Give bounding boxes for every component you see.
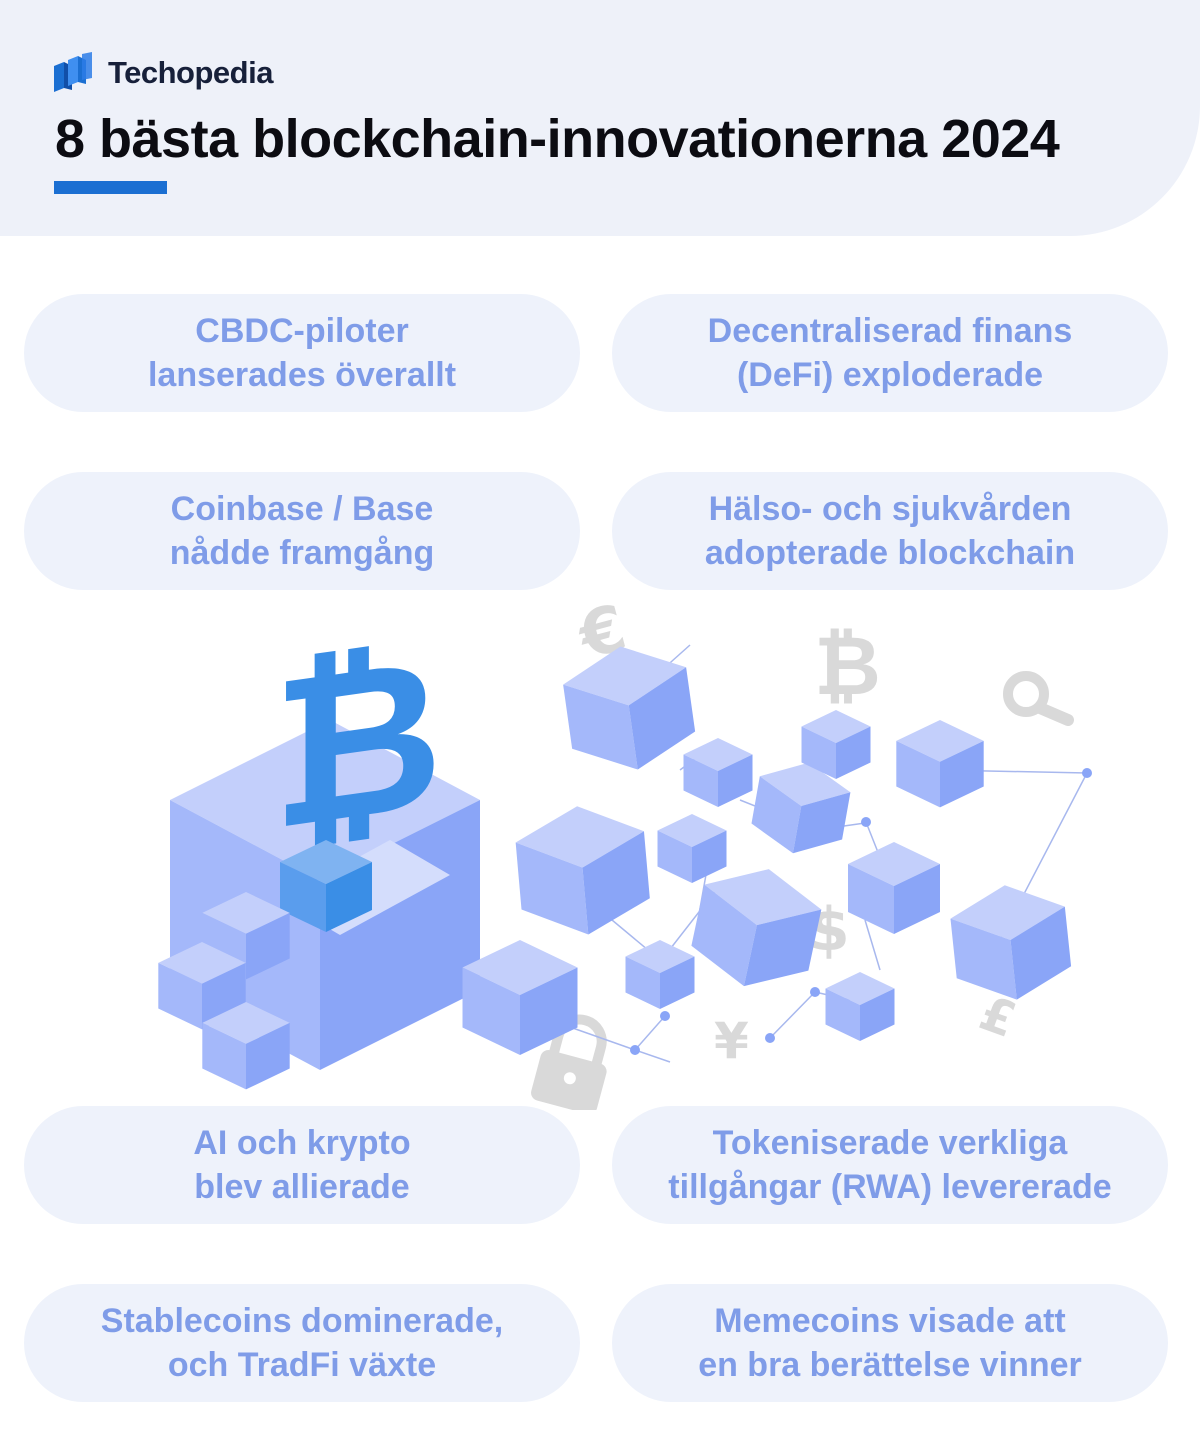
techopedia-logo[interactable]: Techopedia <box>52 52 273 94</box>
bitcoin-gray-icon: ₿ <box>814 619 881 714</box>
innovation-label: Stablecoins dominerade, och TradFi växte <box>100 1302 504 1384</box>
innovation-card-7: Stablecoins dominerade, och TradFi växte <box>24 1284 580 1402</box>
chain-nodes <box>630 768 1092 1055</box>
innovation-label: Memecoins visade att en bra berättelse v… <box>698 1302 1082 1384</box>
header-banner: Techopedia 8 bästa blockchain-innovation… <box>0 0 1200 236</box>
accent-cube-icon <box>280 840 372 932</box>
innovation-card-8: Memecoins visade att en bra berättelse v… <box>612 1284 1168 1402</box>
innovation-card-1: CBDC-piloter lanserades överallt <box>24 294 580 412</box>
bitcoin-icon: ₿ <box>272 609 443 878</box>
techopedia-logo-icon <box>54 52 92 92</box>
innovation-label: CBDC-piloter lanserades överallt <box>147 312 457 394</box>
innovation-card-4: Hälso- och sjukvården adopterade blockch… <box>612 472 1168 590</box>
innovation-label: Decentraliserad finans (DeFi) exploderad… <box>707 312 1073 394</box>
innovation-label: Tokeniserade verkliga tillgångar (RWA) l… <box>668 1124 1112 1206</box>
page-title: 8 bästa blockchain-innovationerna 2024 <box>55 109 1060 169</box>
innovation-card-3: Coinbase / Base nådde framgång <box>24 472 580 590</box>
yen-icon: ¥ <box>714 1012 749 1070</box>
innovation-card-5: AI och krypto blev allierade <box>24 1106 580 1224</box>
magnifier-icon <box>1003 671 1074 726</box>
innovation-card-2: Decentraliserad finans (DeFi) exploderad… <box>612 294 1168 412</box>
cube-icon <box>512 637 1074 1041</box>
innovation-label: AI och krypto blev allierade <box>193 1124 411 1206</box>
innovation-card-6: Tokeniserade verkliga tillgångar (RWA) l… <box>612 1106 1168 1224</box>
innovation-label: Hälso- och sjukvården adopterade blockch… <box>704 490 1076 572</box>
svg-text:₿: ₿ <box>272 609 443 878</box>
innovation-label: Coinbase / Base nådde framgång <box>169 490 435 572</box>
blockchain-illustration: € ₿ $ ¥ £ <box>158 591 1092 1110</box>
title-underline <box>54 181 167 194</box>
brand-name: Techopedia <box>108 55 273 90</box>
